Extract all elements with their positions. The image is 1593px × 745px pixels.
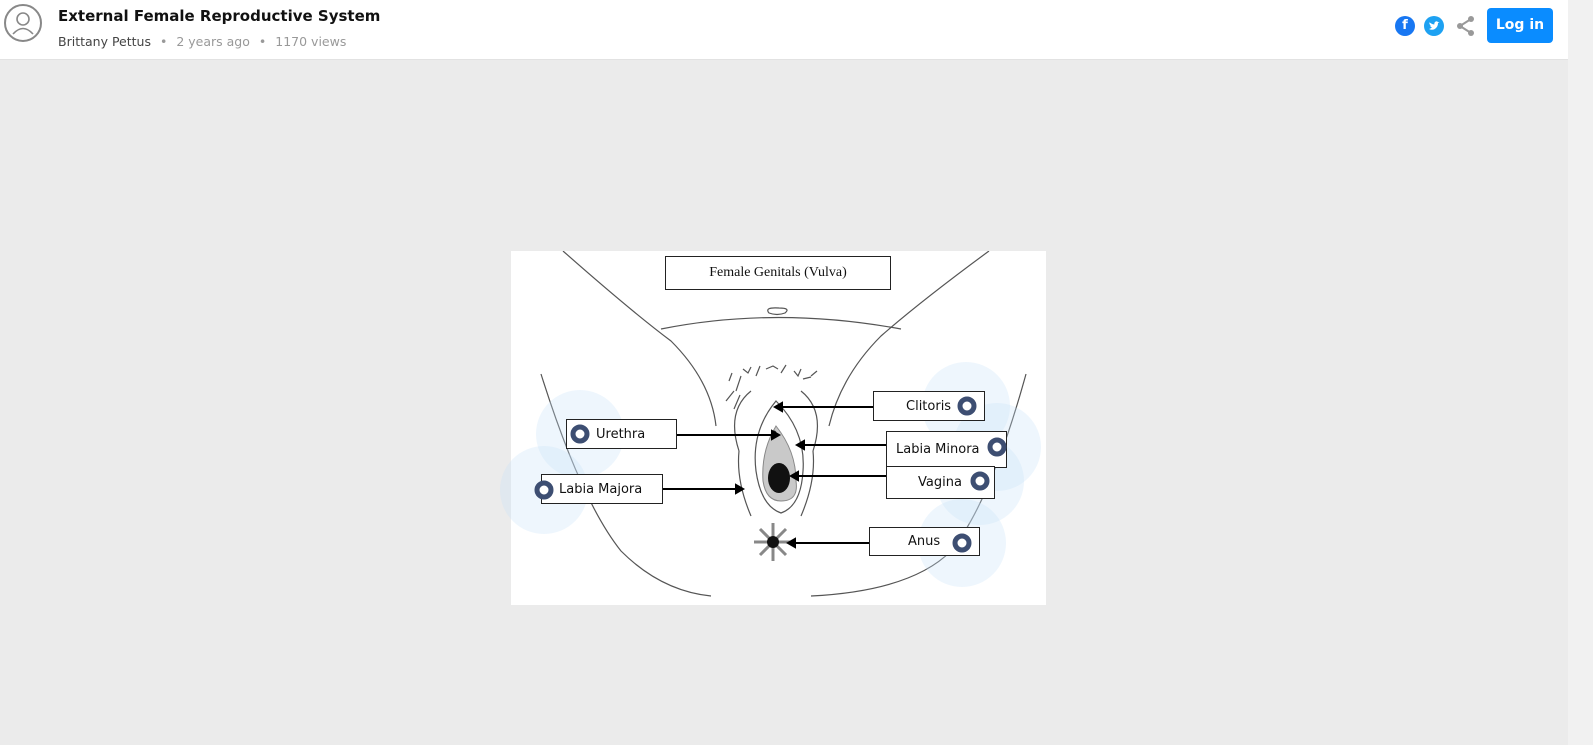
hotspot-labia-minora[interactable] [987, 437, 1007, 457]
view-count: 1170 views [275, 34, 347, 49]
vulva-illustration [540, 251, 1027, 597]
hotspot-urethra[interactable] [570, 424, 590, 444]
twitter-icon[interactable] [1424, 16, 1444, 36]
avatar[interactable] [4, 4, 42, 42]
top-bar: External Female Reproductive System Brit… [0, 0, 1568, 60]
user-icon [12, 12, 34, 35]
bird-icon [1429, 21, 1440, 30]
share-icon[interactable] [1455, 15, 1477, 41]
post-age: 2 years ago [176, 34, 250, 49]
hotspot-vagina[interactable] [970, 471, 990, 491]
facebook-icon[interactable]: f [1395, 16, 1415, 36]
hotspot-clitoris[interactable] [957, 396, 977, 416]
label-labia-majora: Labia Majora [541, 474, 663, 504]
author-link[interactable]: Brittany Pettus [58, 34, 151, 49]
login-button[interactable]: Log in [1487, 8, 1553, 43]
facebook-glyph: f [1402, 18, 1408, 33]
hotspot-labia-majora[interactable] [534, 480, 554, 500]
hotspot-anus[interactable] [952, 533, 972, 553]
label-clitoris: Clitoris [873, 391, 985, 421]
page-title: External Female Reproductive System [58, 7, 381, 25]
meta-line: Brittany Pettus•2 years ago•1170 views [58, 34, 347, 49]
scrollbar[interactable] [1568, 0, 1593, 745]
diagram-image: Female Genitals (Vulva) Clitoris Urethra… [500, 251, 1046, 605]
diagram-title: Female Genitals (Vulva) [665, 256, 891, 290]
